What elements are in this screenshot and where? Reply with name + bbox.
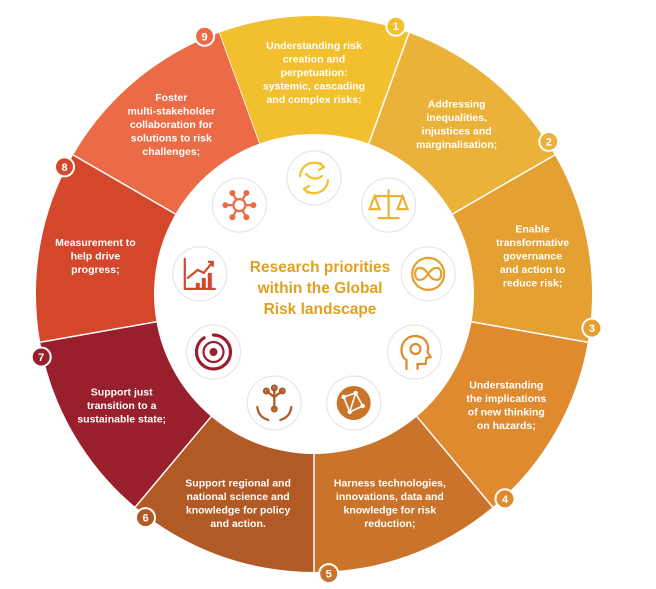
radar-circles-icon [185,324,242,380]
segment-divider [416,416,494,508]
segment-label-line: knowledge for policy [186,504,291,516]
segment-divider [134,416,212,508]
number-marker-4: 4 [494,488,516,510]
segment-label-line: progress; [71,264,119,276]
segment-label-line: collaboration for [130,119,213,131]
balance-scale-icon [361,177,417,233]
head-gears-icon [386,324,443,380]
segments-layer [35,16,593,572]
segment-label-line: reduce risk; [503,278,563,290]
segment-label-line: multi-stakeholder [128,105,216,117]
infinity-globe-icon [400,246,456,302]
segment-label-line: Support regional and [185,477,291,489]
number-marker-9: 9 [194,25,216,47]
segment-label-line: on hazards; [477,420,536,432]
number-marker-text: 4 [502,494,509,506]
segment-label-5: Harness technologies, innovations, data a… [334,477,446,530]
segment-label-line: transition to a [87,400,157,412]
segment-label-line: innovations, data and [336,491,444,503]
interlocking-arrows-icon [286,150,342,206]
people-gear-icon [211,177,267,233]
growth-chart-icon [172,246,228,302]
segment-label-line: Understanding [469,380,543,392]
segment-label-line: sustainable state; [77,414,166,426]
segment-divider [368,32,410,144]
center-title-line: Research priorities [250,259,390,276]
segment-label-line: the implications [466,393,546,405]
number-marker-8: 8 [54,156,75,178]
number-marker-2: 2 [538,131,560,152]
number-marker-7: 7 [30,346,52,368]
segment-label-line: Support just [91,387,153,399]
segment-label-line: solutions to risk [131,132,212,144]
number-marker-5: 5 [318,563,340,585]
number-markers-layer: 1 2 3 4 5 6 7 8 9 [30,15,603,585]
segment-label-line: governance [503,251,562,263]
segment-label-line: reduction; [364,518,415,530]
segment-label-line: Enable [515,224,550,236]
segment-label-line: help drive [71,251,121,263]
segment-label-line: Harness technologies, [334,477,446,489]
segment-divider [452,154,556,215]
segment-label-line: national science and [186,491,289,503]
segment-label-line: inequalities, [426,112,487,124]
segment-divider [471,321,588,344]
segment-divider [40,321,157,344]
segment-label-line: injustices and [422,126,492,138]
segment-label-line: knowledge for risk [344,504,437,516]
segment-label-line: marginalisation; [416,139,497,151]
number-marker-text: 6 [142,513,148,525]
number-marker-text: 7 [38,352,44,364]
segment-label-line: challenges; [142,146,200,158]
segment-label-line: creation and [283,54,345,66]
segment-label-line: Understanding risk [266,40,362,52]
segment-divider [218,32,260,144]
segment-divider [72,154,176,215]
segment-label-line: Foster [155,92,187,104]
segment-label-line: of new thinking [468,407,545,419]
segment-label-line: and action to [500,264,565,276]
number-marker-text: 1 [393,21,399,33]
segment-label-line: Measurement to [55,237,136,249]
number-marker-text: 8 [61,162,67,174]
number-marker-1: 1 [385,15,407,37]
segment-label-line: Addressing [428,99,486,111]
hands-network-icon [246,375,302,431]
segment-label-line: systemic, cascading [263,81,365,93]
segment-label-line: and complex risks; [266,94,361,106]
number-marker-6: 6 [135,507,156,529]
center-title-line: Risk landscape [264,301,377,318]
segment-label-line: and action. [210,518,266,530]
segment-label-line: transformative [496,237,569,249]
icons-layer [172,150,456,431]
number-marker-text: 3 [589,323,595,335]
number-marker-text: 5 [326,569,332,581]
network-globe-icon [326,375,382,431]
number-marker-text: 2 [546,137,552,149]
center-title-line: within the Global [257,280,383,297]
segment-label-6: Support regional and national science and… [185,477,291,530]
segment-label-line: perpetuation: [280,67,347,79]
number-marker-3: 3 [581,317,603,339]
number-marker-text: 9 [202,31,208,43]
